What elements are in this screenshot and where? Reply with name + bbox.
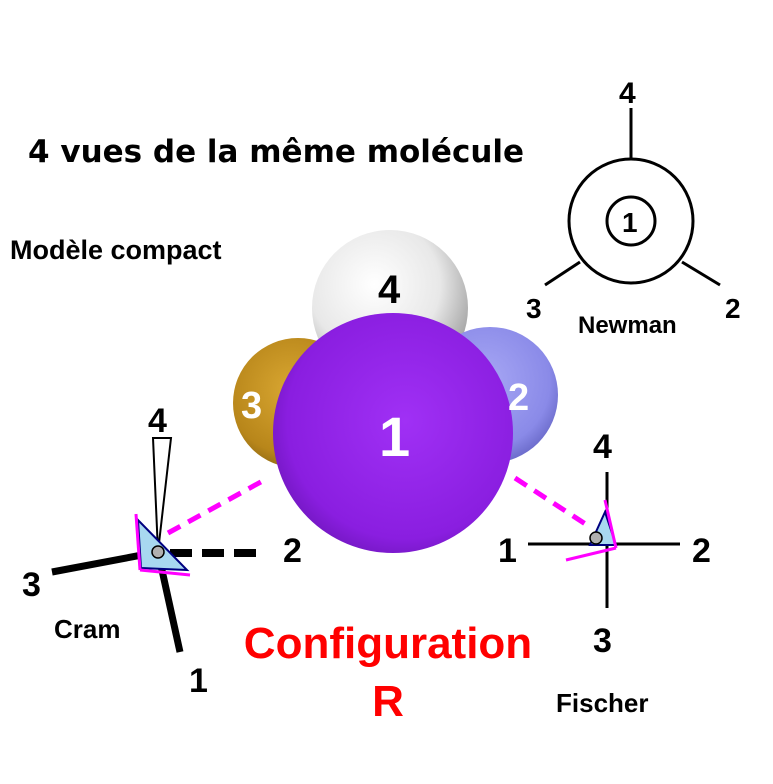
configuration-letter: R [372, 677, 404, 726]
atom-3-label: 3 [241, 385, 262, 427]
newman-label: Newman [578, 312, 677, 339]
newman-left-label: 3 [526, 293, 542, 324]
atom-1-label: 1 [379, 405, 410, 468]
page-title: 4 vues de la même molécule [28, 134, 524, 170]
cram-center-atom [151, 545, 165, 559]
fischer-top-label: 4 [593, 428, 612, 466]
cram-eye-guide [166, 475, 270, 536]
atom-2-label: 2 [508, 377, 529, 419]
atom-4-label: 4 [378, 268, 401, 312]
fischer-left-label: 1 [498, 532, 517, 570]
newman-bond-left [544, 260, 581, 287]
fischer-bottom-label: 3 [593, 622, 612, 660]
fischer-center-atom [589, 531, 603, 545]
fischer-projection: 4 1 2 3 Fischer [498, 428, 711, 718]
cram-bottom-label: 1 [189, 662, 208, 700]
newman-projection: 1 4 3 2 Newman [526, 77, 741, 339]
fischer-eye-guide-bottom [565, 546, 617, 562]
newman-center-label: 1 [622, 207, 638, 238]
cram-representation: 4 2 3 1 Cram [22, 402, 302, 700]
newman-right-label: 2 [725, 293, 741, 324]
newman-top-label: 4 [619, 77, 636, 110]
configuration-label: Configuration [244, 619, 532, 668]
newman-bond-right [681, 260, 721, 287]
atom-1-sphere [273, 313, 513, 553]
cram-wedge-bond [151, 437, 173, 553]
compact-model-label: Modèle compact [10, 235, 222, 265]
cram-eye-guide-bottom [139, 568, 191, 577]
cram-label: Cram [54, 614, 120, 644]
cram-left-label: 3 [22, 566, 41, 604]
fischer-right-label: 2 [692, 532, 711, 570]
newman-front-circle [605, 195, 657, 247]
cram-dash-label: 2 [283, 532, 302, 570]
fischer-eye-guide [513, 475, 592, 530]
cram-eye-guide-left [134, 513, 142, 571]
cram-wedge-label: 4 [148, 402, 167, 440]
fischer-eye-guide-right [603, 499, 618, 549]
fischer-label: Fischer [556, 688, 649, 718]
compact-model: 4 3 2 1 [233, 230, 558, 553]
